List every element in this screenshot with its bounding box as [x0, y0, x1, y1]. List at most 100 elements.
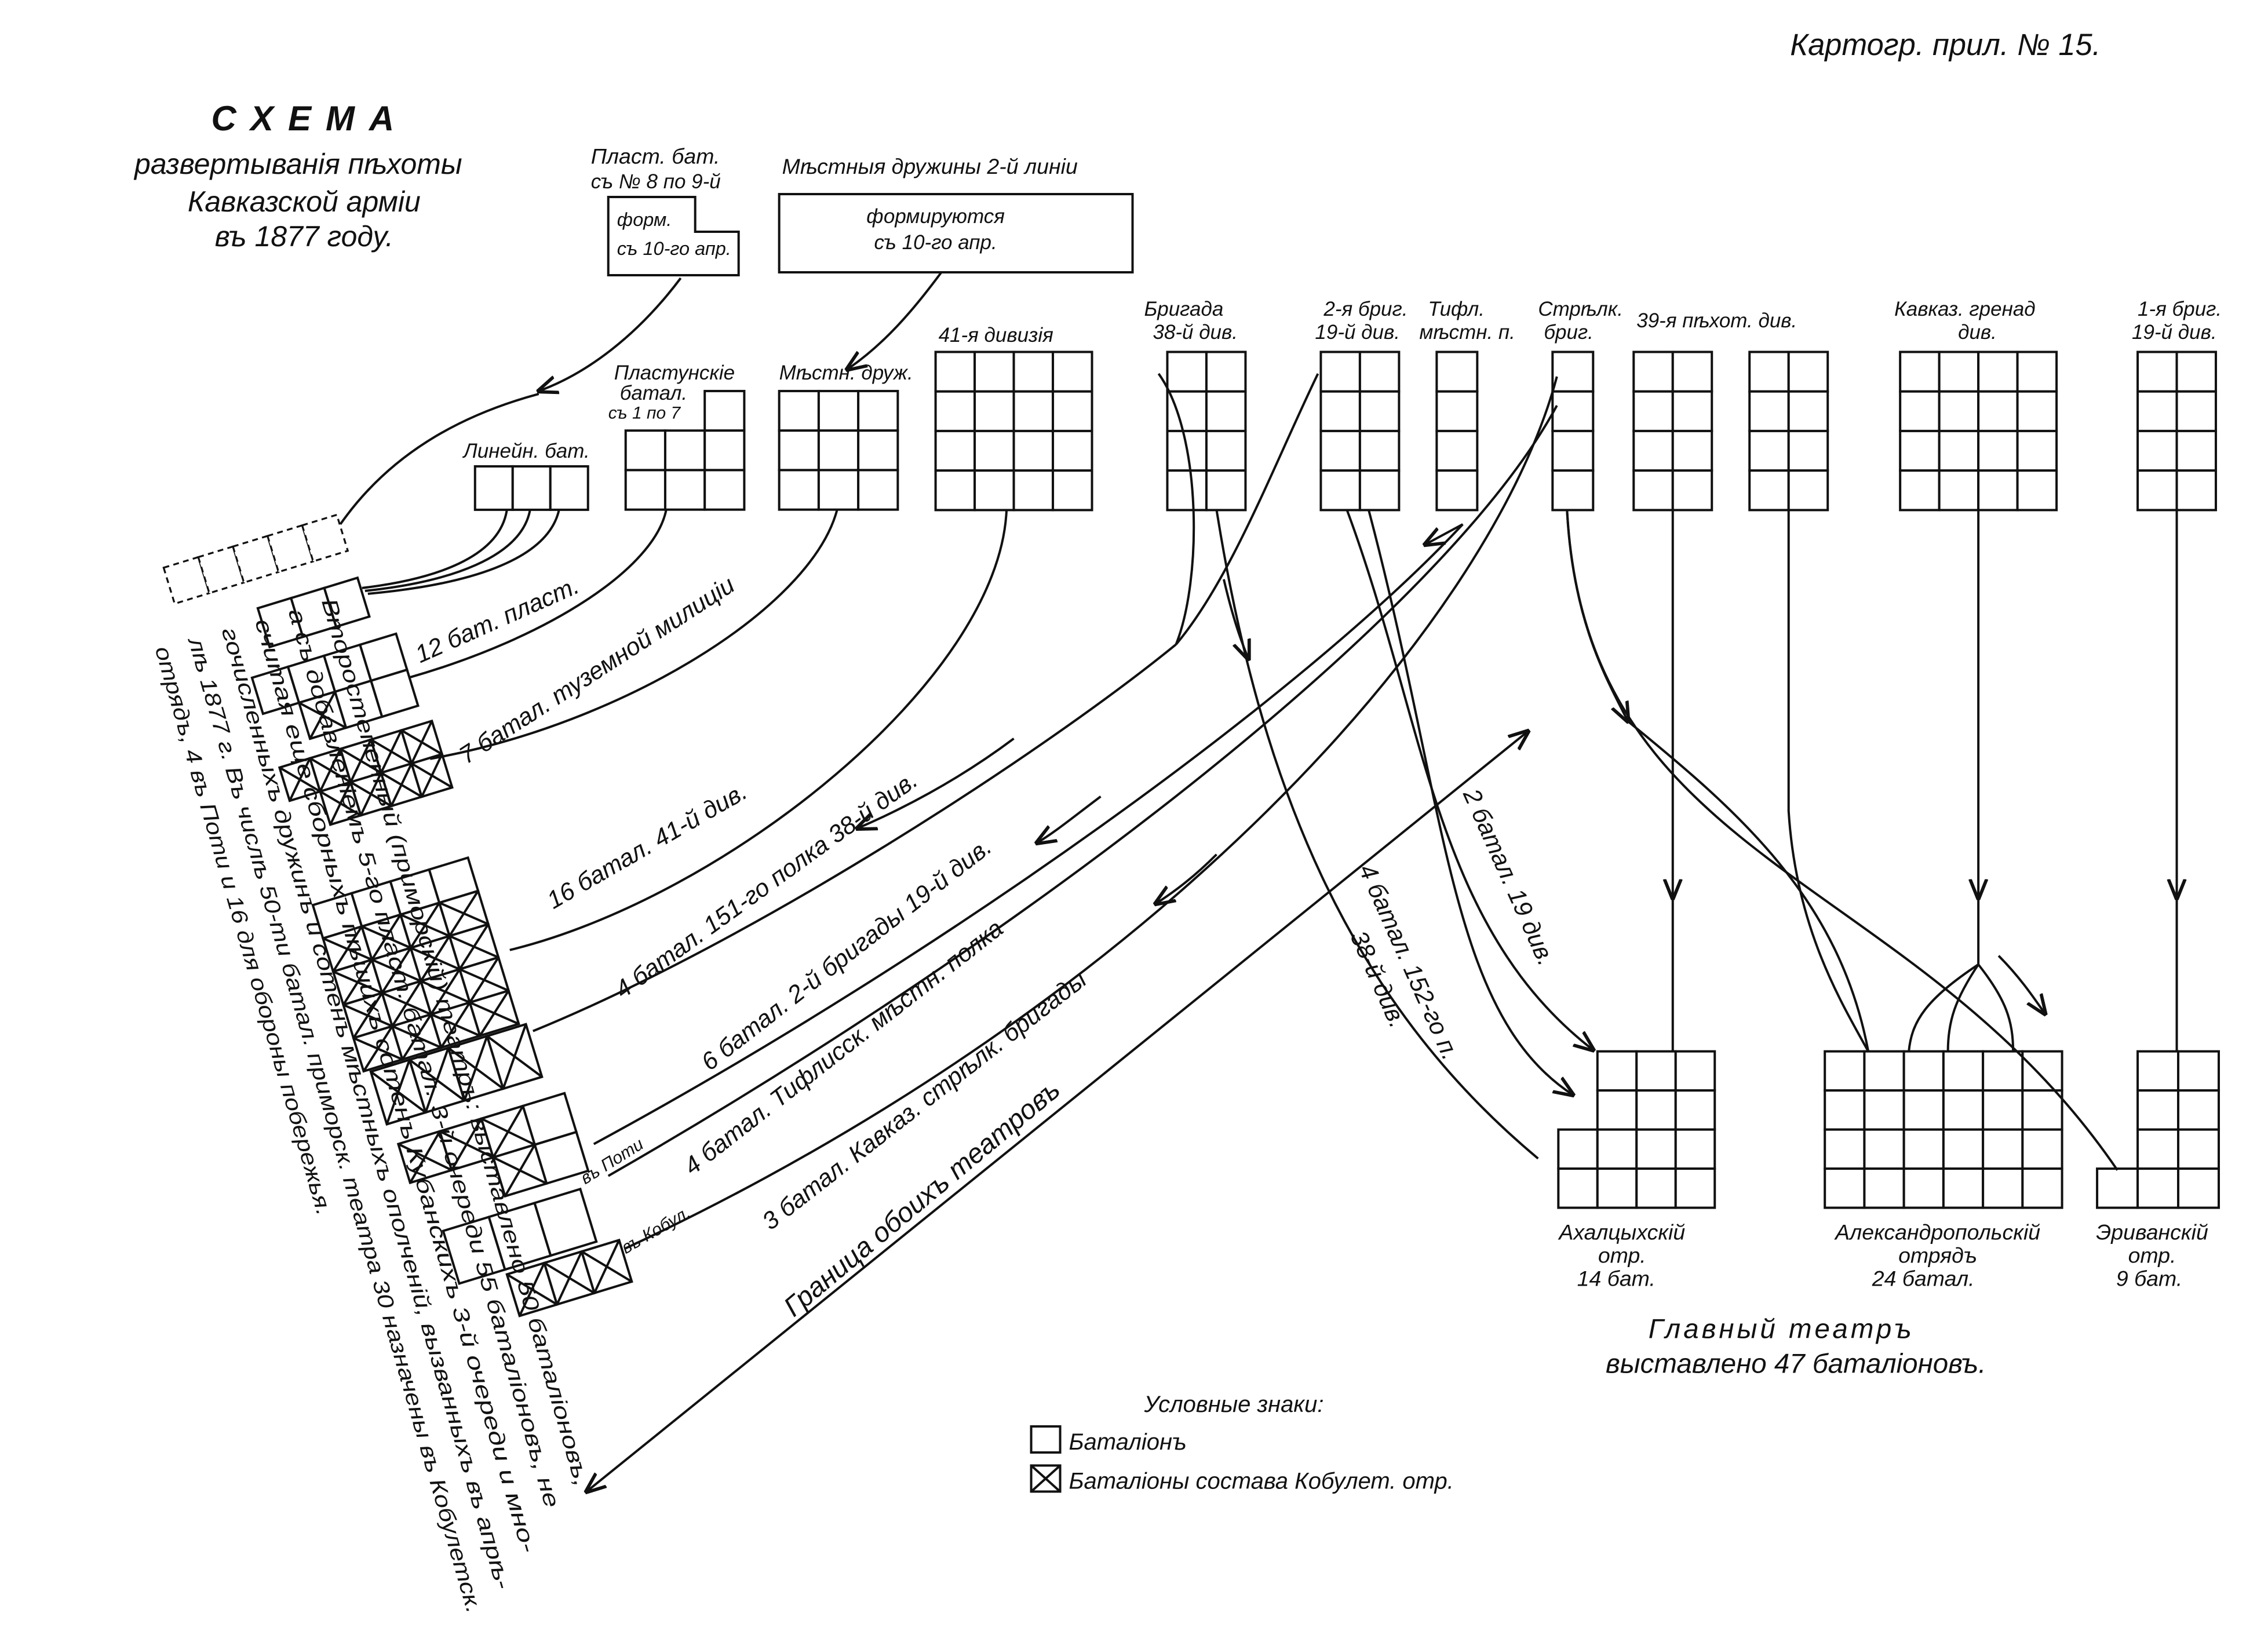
- title-line1: развертыванія пѣхоты: [133, 148, 462, 180]
- flow-label-plast: 12 бат. пласт.: [411, 572, 584, 669]
- battalion-cell: [1596, 1128, 1638, 1170]
- battalion-cell: [1557, 1167, 1599, 1209]
- battalion-cell: [857, 389, 899, 432]
- battalion-cell: [1551, 469, 1595, 512]
- battalion-cell: [1632, 429, 1674, 472]
- plast-formation-box: Пласт. бат. съ № 8 по 9-й форм. съ 10-го…: [591, 144, 740, 276]
- battalion-grids: [162, 351, 2220, 1318]
- battalion-cell: [1052, 351, 1093, 393]
- battalion-cell: [973, 429, 1015, 472]
- eriv-sub: отр.: [2128, 1243, 2176, 1268]
- grid-sec-151: [369, 1023, 544, 1126]
- battalion-cell: [1787, 469, 1829, 512]
- unit-labels: Линейн. бат. Пластунскіе батал. съ 1 по …: [462, 298, 2222, 462]
- battalion-cell: [1205, 469, 1247, 512]
- label-strelk-2: бриг.: [1544, 321, 1594, 344]
- battalion-cell: [1787, 351, 1829, 393]
- battalion-cell: [2136, 390, 2178, 432]
- battalion-cell: [2177, 1089, 2220, 1131]
- battalion-cell: [703, 389, 746, 432]
- battalion-cell: [1902, 1128, 1945, 1170]
- label-plastun-3: съ 1 по 7: [608, 403, 681, 422]
- battalion-cell: [1899, 351, 1941, 393]
- cross-mark: [459, 957, 509, 1003]
- battalion-cell: [1596, 1167, 1638, 1209]
- grid-div39-b: [1748, 351, 1829, 512]
- battalion-cell: [1977, 429, 2019, 472]
- battalion-cell: [1358, 429, 1401, 472]
- battalion-cell: [2021, 1050, 2063, 1092]
- battalion-cell: [1205, 429, 1247, 472]
- battalion-cell: [2136, 351, 2178, 393]
- battalion-cell: [1824, 1167, 1866, 1209]
- battalion-cell: [1863, 1128, 1905, 1170]
- battalion-cell: [1671, 351, 1713, 393]
- battalion-cell: [2175, 390, 2218, 432]
- battalion-cell: [1166, 390, 1208, 432]
- battalion-cell: [1674, 1089, 1716, 1131]
- battalion-cell: [2136, 429, 2178, 472]
- battalion-cell: [1435, 351, 1479, 393]
- battalion-cell: [973, 390, 1015, 432]
- label-mestn: Мѣстн. друж.: [779, 362, 913, 384]
- battalion-cell: [817, 389, 860, 432]
- label-tifl-2: мѣстн. п.: [1419, 321, 1515, 344]
- battalion-cell: [1435, 429, 1479, 472]
- battalion-cell: [1012, 429, 1055, 472]
- eriv-name: Эриванскій: [2096, 1220, 2208, 1245]
- battalion-cell: [1635, 1167, 1677, 1209]
- battalion-cell: [1863, 1167, 1905, 1209]
- flow-label-kobul: въ Кобул.: [618, 1203, 694, 1257]
- grid-lineyn: [473, 465, 589, 511]
- akh-count: 14 бат.: [1577, 1267, 1656, 1291]
- battalion-cell: [473, 465, 514, 511]
- title-line2: Кавказской арміи: [188, 185, 421, 218]
- battalion-cell: [857, 469, 899, 511]
- cross-mark: [342, 992, 393, 1039]
- battalion-cell: [817, 469, 860, 511]
- battalion-cell: [857, 429, 899, 472]
- cross-mark: [398, 1130, 453, 1184]
- battalion-cell: [1977, 469, 2019, 512]
- battalion-cell: [1671, 390, 1713, 432]
- battalion-cell: [1635, 1128, 1677, 1170]
- legend-kobulet-label: Баталіоны состава Кобулет. отр.: [1069, 1468, 1454, 1494]
- battalion-cell: [1052, 390, 1093, 432]
- battalion-cell: [1902, 1050, 1945, 1092]
- label-plastun-2: батал.: [620, 382, 687, 404]
- main-theatre-caption: Главный театръ выставлено 47 баталіоновъ…: [1606, 1314, 1986, 1379]
- battalion-cell: [1671, 469, 1713, 512]
- cross-mark: [409, 1048, 465, 1113]
- battalion-cell: [1632, 351, 1674, 393]
- label-brig19-2: 19-й див.: [1315, 321, 1400, 344]
- cross-mark: [298, 691, 347, 740]
- battalion-cell: [1938, 429, 1980, 472]
- cross-mark: [400, 902, 450, 949]
- battalion-cell: [778, 429, 820, 472]
- battalion-cell: [778, 389, 820, 432]
- label-brig38-2: 38-й див.: [1153, 321, 1238, 344]
- cross-mark: [370, 1059, 426, 1125]
- battalion-cell: [1748, 351, 1790, 393]
- battalion-cell: [1052, 469, 1093, 512]
- cross-mark: [381, 980, 432, 1027]
- legend: Условные знаки: Баталіонъ Баталіоны сост…: [1030, 1392, 1454, 1494]
- battalion-cell: [624, 469, 666, 511]
- battalion-cell: [1551, 390, 1595, 432]
- battalion-cell: [1358, 351, 1401, 393]
- battalion-cell: [1938, 390, 1980, 432]
- druzh-inner-2: съ 10-го апр.: [874, 231, 997, 254]
- battalion-cell: [1899, 429, 1941, 472]
- battalion-cell: [1863, 1050, 1905, 1092]
- battalion-cell: [703, 469, 746, 511]
- grid-div41: [934, 351, 1093, 512]
- battalion-cell: [2021, 1167, 2063, 1209]
- alex-sub: отрядъ: [1898, 1243, 1977, 1268]
- battalion-cell: [934, 469, 976, 512]
- flow-label-poti: въ Поти: [577, 1134, 647, 1188]
- battalion-cell: [2021, 1089, 2063, 1131]
- label-brig38: Бригада: [1144, 298, 1223, 320]
- plast-label: Пласт. бат.: [591, 144, 720, 169]
- battalion-cell: [1319, 469, 1361, 512]
- battalion-cell: [624, 429, 666, 472]
